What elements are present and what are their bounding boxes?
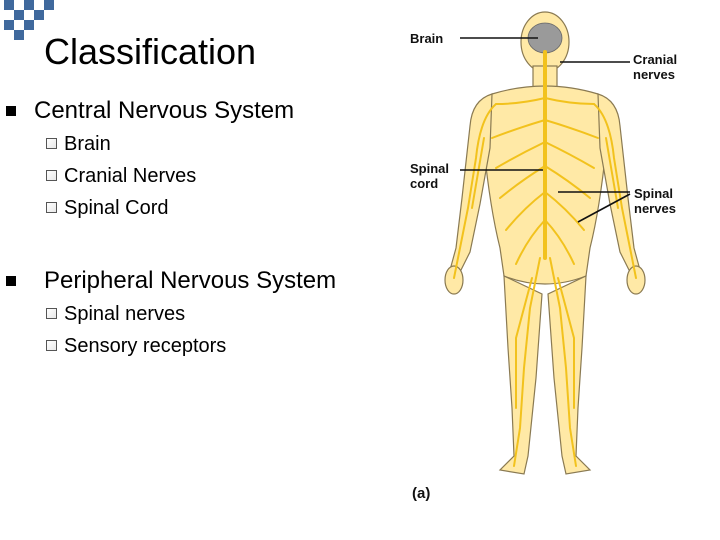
nerve-network — [453, 50, 637, 467]
label-spinal-nerves-line1: Spinal — [634, 186, 673, 201]
list-item: Brain — [46, 132, 111, 156]
list-item-label: Spinal Cord — [64, 197, 169, 219]
section-heading-cns: Central Nervous System — [34, 97, 295, 124]
label-cranial-nerves-line2: nerves — [633, 67, 675, 82]
list-item-label: Brain — [64, 133, 111, 155]
nervous-system-figure: Brain Cranial nerves Spinal cord Spinal … — [410, 11, 677, 502]
checkbox-bullet-icon — [46, 202, 57, 213]
bullet-square-icon — [6, 276, 16, 286]
list-item: Sensory receptors — [46, 334, 226, 358]
bullet-square-icon — [6, 106, 16, 116]
label-spinal-cord-line1: Spinal — [410, 161, 449, 176]
list-item: Spinal Cord — [46, 196, 169, 220]
corner-checker-decoration — [4, 0, 54, 40]
label-spinal-nerves-line2: nerves — [634, 201, 676, 216]
label-spinal-cord-line2: cord — [410, 176, 438, 191]
checkbox-bullet-icon — [46, 308, 57, 319]
checkbox-bullet-icon — [46, 138, 57, 149]
list-item: Cranial Nerves — [46, 164, 196, 188]
list-item-label: Spinal nerves — [64, 303, 186, 325]
list-item: Spinal nerves — [46, 302, 185, 326]
slide-title: Classification — [44, 31, 257, 72]
checkbox-bullet-icon — [46, 170, 57, 181]
list-item-label: Sensory receptors — [64, 335, 227, 357]
label-cranial-nerves-line1: Cranial — [633, 52, 677, 67]
list-item-label: Cranial Nerves — [64, 165, 197, 187]
label-panel-a: (a) — [412, 485, 430, 502]
section-heading-pns: Peripheral Nervous System — [44, 267, 337, 294]
label-brain: Brain — [410, 31, 443, 46]
checkbox-bullet-icon — [46, 340, 57, 351]
label-pointer-lines — [460, 37, 631, 223]
